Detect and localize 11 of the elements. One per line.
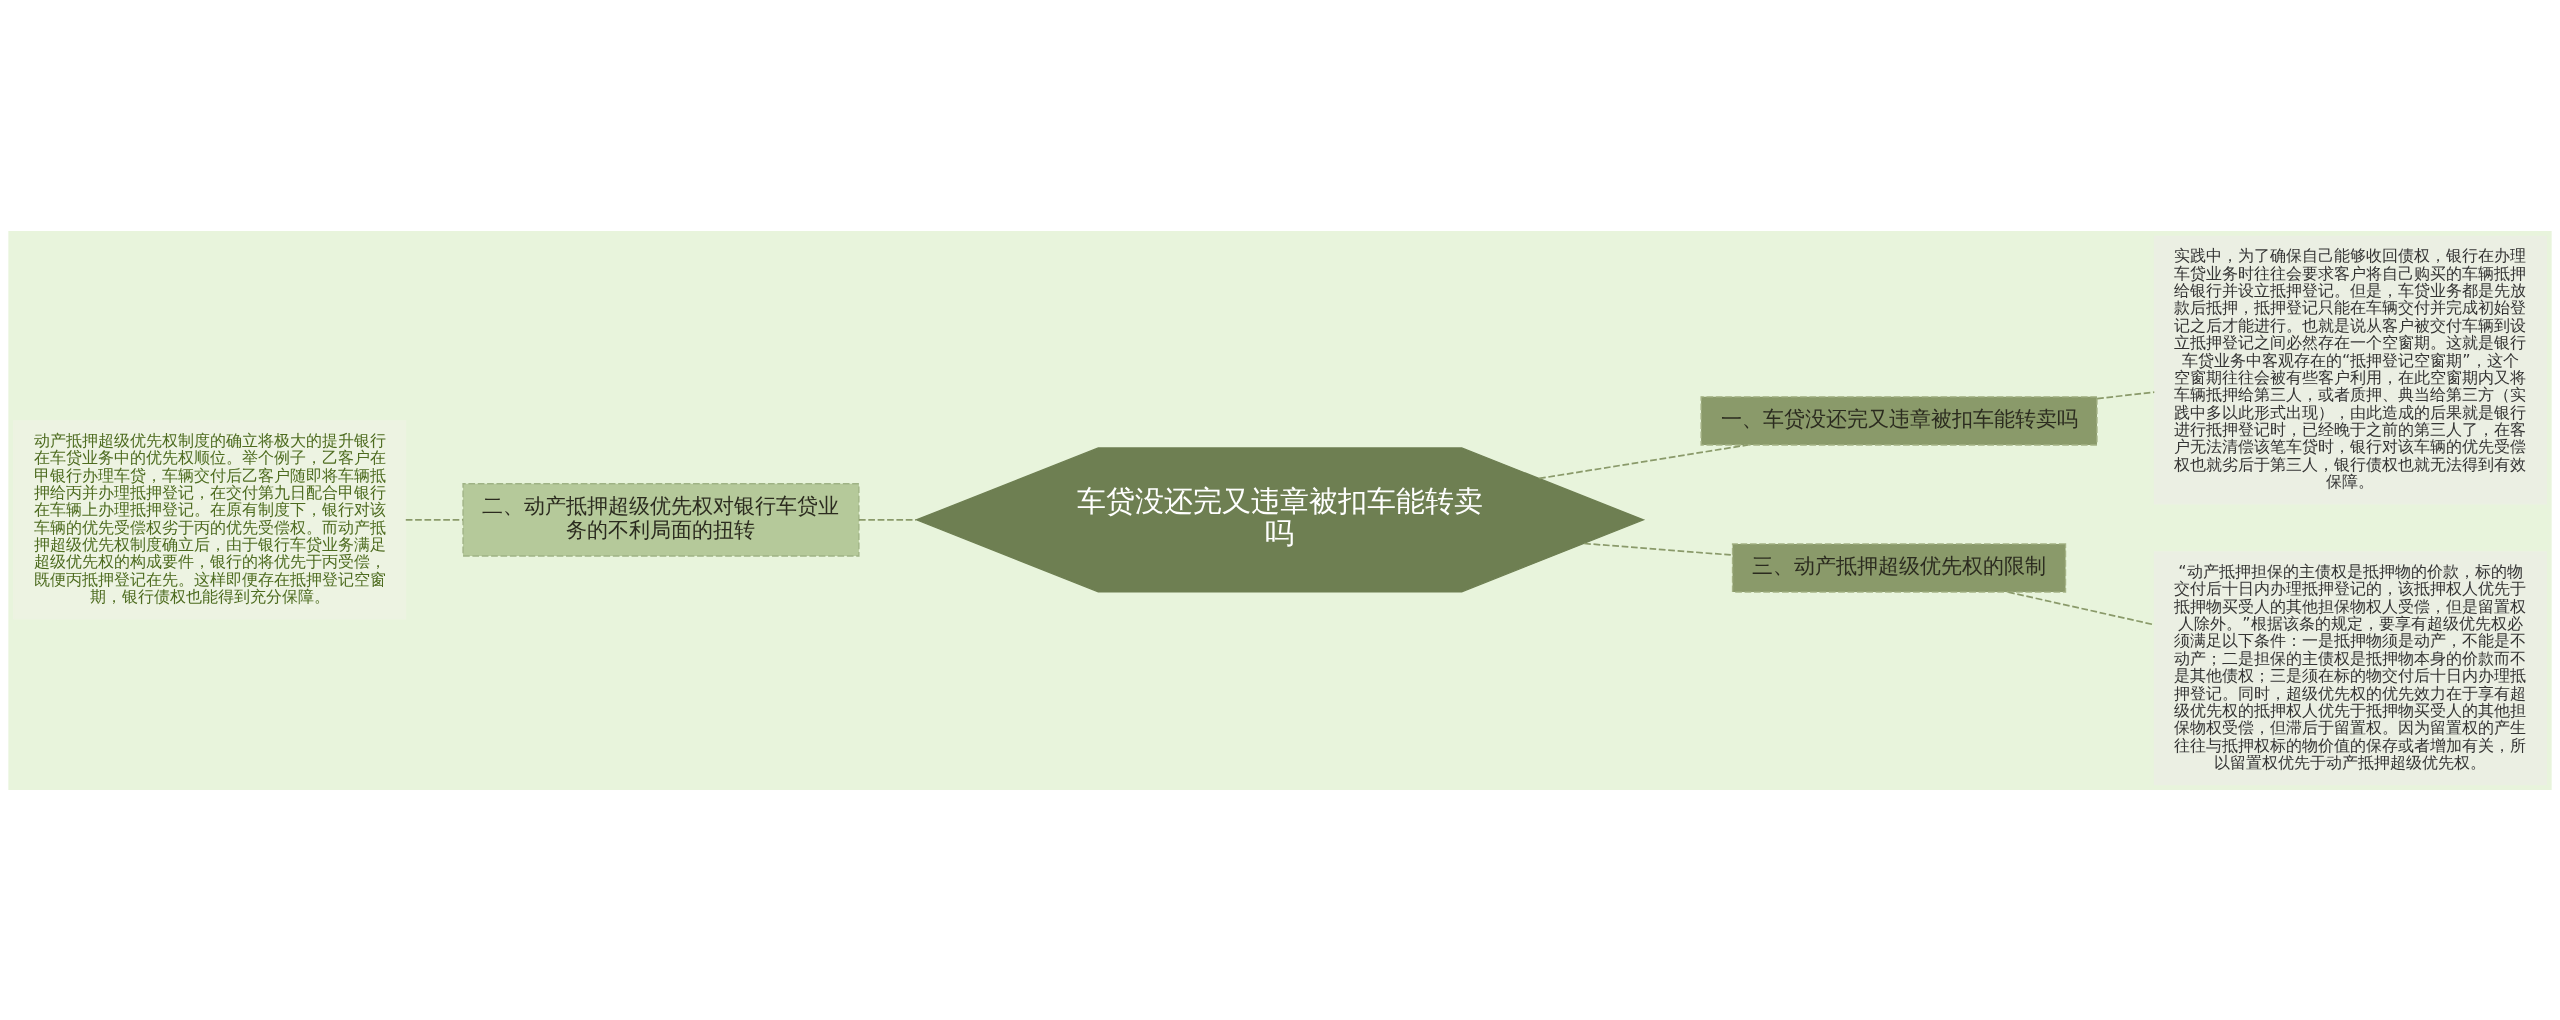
node-box: 二、动产抵押超级优先权对银行车贷业务的不利局面的扭转 xyxy=(462,482,860,557)
connector xyxy=(404,518,464,521)
node-box: 动产抵押超级优先权制度的确立将极大的提升银行在车贷业务中的优先权顺位。举个例子，乙客户在甲银行办理车贷，车辆交付后乙客户随即将车辆抵押给丙并办理抵押登记，在交付第九日配合甲银行在车辆上办理抵押登记。在原有制度下，银行对该车辆的优先受偿权劣于丙的优先受偿权。而动产抵押超级优先权制度确立后，由于银行车贷业务满足超级优先权的构成要件，银行的将优先于丙受偿，既便丙抵押登记在先。这样即便存在抵押登记空窗期，银行债权也能得到充分保障。 xyxy=(13,419,407,619)
connector xyxy=(2096,390,2156,399)
connector xyxy=(858,518,917,521)
node-box: 一、车贷没还完又违章被扣车能转卖吗 xyxy=(1700,395,2098,446)
node-box: 三、动产抵押超级优先权的限制 xyxy=(1731,542,2067,593)
connector xyxy=(1583,542,1734,556)
connector xyxy=(1538,443,1749,479)
node-box: “动产抵押担保的主债权是抵押物的价款，标的物交付后十日内办理抵押登记的，该抵押权人优先于抵押物买受人的其他担保物权人受偿，但是留置权人除外。”根据该条的规定，要享有超级优先权必须满足以下条件：一是抵押物须是动产，不能是不动产；二是担保的主债权是抵押物本身的价款而不是其他债权；三是须在标的物交付后十日内办理抵押登记。同时，超级优先权的优先效力在于享有超级优先权的抵押权人优先于抵押物买受人的其他担保物权受偿，但滞后于留置权。因为留置权的产生往往与抵押权标的物价值的保存或者增加有关，所以留置权优先于动产抵押超级优先权。 xyxy=(2153,550,2547,785)
node-box: 实践中，为了确保自己能够收回债权，银行在办理车贷业务时往往会要求客户将自己购买的车辆抵押给银行并设立抵押登记。但是，车贷业务都是先放款后抵押，抵押登记只能在车辆交付并完成初始登记之后才能进行。也就是说从客户被交付车辆到设立抵押登记之间必然存在一个空窗期。这就是银行车贷业务中客观存在的“抵押登记空窗期”，这个空窗期往往会被有些客户利用，在此空窗期内又将车辆抵押给第三人，或者质押、典当给第三方（实践中多以此形式出现），由此造成的后果就是银行进行抵押登记时，已经晚于之前的第三人了，在客户无法清偿该笔车贷时，银行对该车辆的优先受偿权也就劣后于第三人，银行债权也就无法得到有效保障。 xyxy=(2153,235,2547,504)
